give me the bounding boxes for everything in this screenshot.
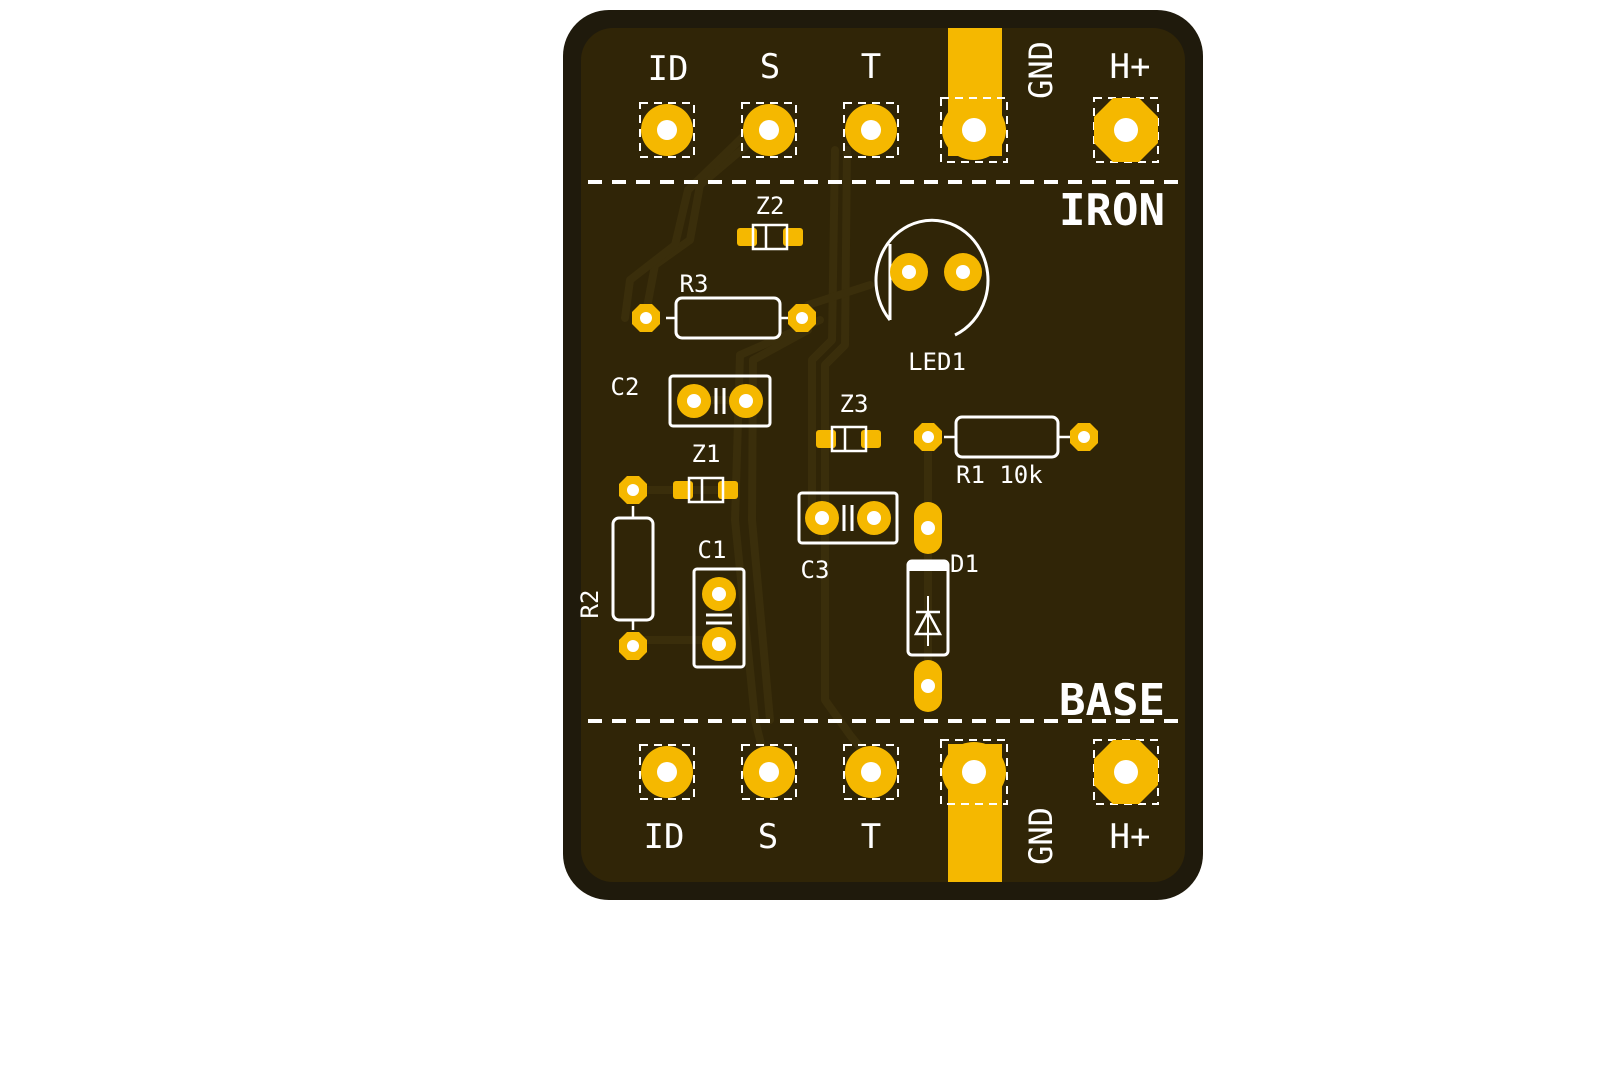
label-c1: C1 <box>698 536 727 564</box>
component-z1 <box>673 476 738 504</box>
pad-s-bottom <box>741 744 797 800</box>
label-s-top: S <box>760 47 780 87</box>
label-t-bottom: T <box>861 817 881 857</box>
label-t-top: T <box>861 47 881 87</box>
pad-hplus-top <box>1093 97 1159 163</box>
label-id-top: ID <box>648 49 689 89</box>
label-d1: D1 <box>950 550 979 578</box>
component-d1 <box>906 502 950 712</box>
label-id-bottom: ID <box>644 817 685 857</box>
label-c3: C3 <box>801 556 830 584</box>
label-gnd-top: GND <box>1022 41 1060 99</box>
pad-s-top <box>741 102 797 158</box>
pad-gnd-top <box>940 97 1008 163</box>
label-r3: R3 <box>680 270 709 298</box>
top-connector-row <box>639 97 1159 163</box>
section-label-base: BASE <box>1059 675 1165 726</box>
component-r3 <box>632 296 816 340</box>
component-c2 <box>668 374 772 428</box>
label-c2: C2 <box>611 373 640 401</box>
label-r1: R1 10k <box>956 461 1043 489</box>
component-z2 <box>737 223 803 251</box>
label-hplus-top: H+ <box>1110 47 1151 87</box>
pad-t-bottom <box>843 744 899 800</box>
pad-id-bottom <box>639 744 695 800</box>
label-z1: Z1 <box>692 440 721 468</box>
component-z3 <box>816 425 881 453</box>
bottom-connector-row <box>639 739 1159 805</box>
component-led1 <box>874 218 990 337</box>
label-z3: Z3 <box>840 390 869 418</box>
label-r2: R2 <box>576 590 604 619</box>
pad-t-top <box>843 102 899 158</box>
component-r1 <box>914 415 1098 459</box>
label-hplus-bottom: H+ <box>1110 817 1151 857</box>
label-z2: Z2 <box>756 192 785 220</box>
section-label-iron: IRON <box>1059 185 1165 236</box>
component-c1 <box>692 567 746 669</box>
label-gnd-bottom: GND <box>1022 807 1060 865</box>
pad-gnd-bottom <box>940 739 1008 805</box>
component-r2 <box>611 476 655 660</box>
label-s-bottom: S <box>758 817 778 857</box>
label-led1: LED1 <box>908 348 966 376</box>
component-c3 <box>797 491 899 545</box>
pad-id-top <box>639 102 695 158</box>
pad-hplus-bottom <box>1093 739 1159 805</box>
